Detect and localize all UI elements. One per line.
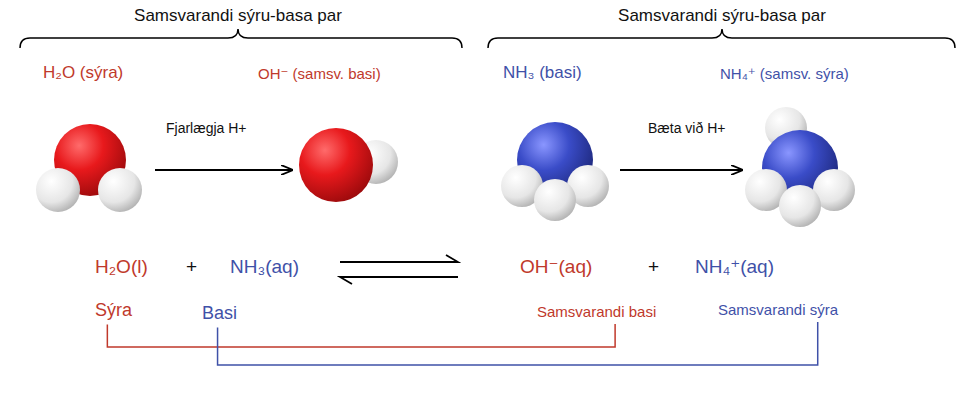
equation-term: OH⁻(aq) (520, 256, 592, 279)
formula-label: NH₄⁺ (samsv. sýra) (720, 65, 849, 83)
pair-connector (218, 322, 818, 365)
brace (488, 29, 955, 48)
ammonium-molecule (745, 107, 855, 227)
pair-role-label: Samsvarandi sýra (716, 300, 840, 320)
pair-role-label: Sýra (93, 299, 134, 323)
equation-plus: + (186, 256, 197, 279)
pair-role-label: Basi (200, 302, 239, 326)
role-text: Samsvarandi basi (537, 303, 656, 321)
formula-label: H₂O (sýra) (43, 63, 123, 83)
formula-label: NH₃ (basi) (503, 63, 582, 83)
arrow-label: Fjarlægja H+ (166, 120, 247, 137)
equation-term: H₂O(l) (95, 256, 148, 279)
role-text: Basi (202, 303, 237, 325)
arrow-label: Bæta við H+ (648, 120, 725, 137)
reaction-arrow (620, 169, 742, 171)
role-text: Samsvarandi sýra (718, 301, 838, 319)
formula-label: OH⁻ (samsv. basi) (258, 65, 381, 83)
pair-heading: Samsvarandi sýru-basa par (618, 6, 826, 26)
hydroxide-molecule (299, 128, 398, 202)
equation-term: NH₄⁺(aq) (695, 256, 774, 279)
role-text: Sýra (95, 300, 132, 322)
brace (20, 29, 462, 48)
pair-role-label: Samsvarandi basi (535, 302, 658, 322)
pair-heading: Samsvarandi sýru-basa par (134, 6, 342, 26)
equation-plus: + (648, 256, 659, 279)
equation-term: NH₃(aq) (230, 256, 299, 279)
pair-connector (107, 324, 615, 347)
ammonia-molecule (501, 122, 609, 221)
equilibrium-arrows (340, 255, 458, 284)
reaction-arrow (155, 169, 292, 171)
water-molecule (36, 124, 142, 212)
